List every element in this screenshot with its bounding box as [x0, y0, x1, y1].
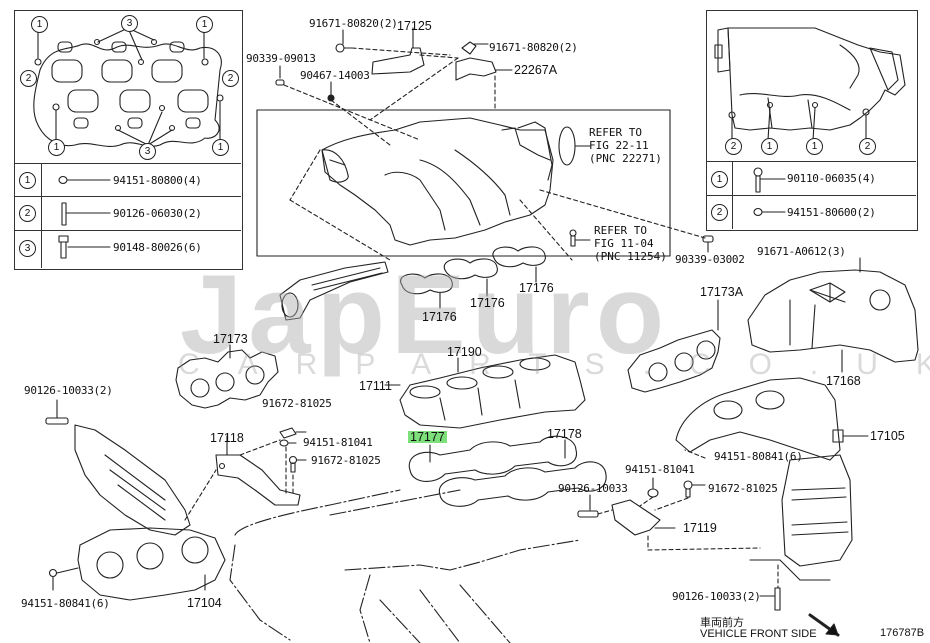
intake-assembly-frame	[256, 109, 671, 257]
lower-intake-drawing	[175, 299, 721, 507]
part-label-94151-81041-a[interactable]: 94151-81041	[303, 436, 373, 449]
inset-right-callout: 2	[859, 138, 876, 155]
inset-right-legend-part[interactable]: 94151-80600(2)	[787, 206, 876, 219]
refer-note-throttle[interactable]: REFER TO FIG 22-11 (PNC 22271)	[589, 126, 662, 165]
part-label-91671-A0612[interactable]: 91671-A0612(3)	[757, 245, 846, 258]
inset-right-manifold-drawing	[714, 27, 906, 141]
inset-left-legend-divider	[14, 230, 241, 231]
part-label-17176-b[interactable]: 17176	[470, 296, 505, 310]
inset-left-legend-icons	[58, 175, 111, 259]
part-label-91672-81025-b[interactable]: 91672-81025	[311, 454, 381, 467]
part-label-17111[interactable]: 17111	[359, 379, 392, 393]
inset-left-callout: 1	[31, 16, 48, 33]
diagram-id: 176787B	[880, 627, 925, 639]
part-label-91671-80820-a[interactable]: 91671-80820(2)	[309, 17, 398, 30]
refer-note-sensor[interactable]: REFER TO FIG 11-04 (PNC 11254)	[594, 224, 667, 263]
part-label-17105[interactable]: 17105	[870, 429, 905, 443]
part-label-94151-80841-b[interactable]: 94151-80841(6)	[21, 597, 110, 610]
inset-left-legend-divider	[14, 163, 241, 164]
inset-left-callout: 3	[121, 15, 138, 32]
inset-left-callout: 1	[48, 139, 65, 156]
inset-left-legend-part[interactable]: 94151-80800(4)	[113, 174, 202, 187]
inset-left-legend-num: 3	[19, 240, 36, 257]
part-label-17173A[interactable]: 17173A	[700, 285, 744, 299]
inset-right-legend-col	[732, 161, 733, 229]
part-label-17118[interactable]: 17118	[210, 431, 244, 445]
part-label-17176-c[interactable]: 17176	[519, 281, 554, 295]
part-label-17168[interactable]: 17168	[826, 374, 861, 388]
inset-left-legend-part[interactable]: 90126-06030(2)	[113, 207, 202, 220]
part-label-91672-81025-c[interactable]: 91672-81025	[708, 482, 778, 495]
vehicle-front-label-jp: 車両前方	[700, 616, 744, 629]
part-label-90467-14003[interactable]: 90467-14003	[300, 69, 370, 82]
inset-right-callout: 1	[761, 138, 778, 155]
inset-left-legend-col	[41, 163, 42, 268]
top-dashed-leaders	[283, 47, 706, 261]
inset-left-callout: 1	[196, 16, 213, 33]
inset-right-legend-divider	[706, 161, 916, 162]
inset-right-legend-num: 2	[711, 204, 728, 221]
part-label-90126-10033-c[interactable]: 90126-10033(2)	[672, 590, 761, 603]
inset-left-callout: 2	[222, 70, 239, 87]
part-label-90339-03002[interactable]: 90339-03002	[675, 253, 745, 266]
inset-right-callout: 1	[806, 138, 823, 155]
inset-right-box	[706, 10, 918, 231]
inset-right-callout: 2	[725, 138, 742, 155]
left-exhaust-drawing	[45, 399, 706, 601]
part-label-17125[interactable]: 17125	[397, 19, 432, 33]
inset-right-legend-icons	[753, 167, 786, 217]
top-brackets-drawing	[275, 27, 513, 102]
inset-left-legend-divider	[14, 196, 241, 197]
intake-manifold-drawing	[279, 117, 714, 321]
part-label-17104[interactable]: 17104	[187, 596, 222, 610]
inset-right-legend-part[interactable]: 90110-06035(4)	[787, 172, 876, 185]
part-label-90126-10033-a[interactable]: 90126-10033(2)	[24, 384, 113, 397]
inset-left-legend-part[interactable]: 90148-80026(6)	[113, 241, 202, 254]
part-label-94151-81041-b[interactable]: 94151-81041	[625, 463, 695, 476]
part-label-17177-highlighted[interactable]: 17177	[408, 430, 447, 444]
inset-left-callout: 1	[212, 139, 229, 156]
part-label-90339-09013[interactable]: 90339-09013	[246, 52, 316, 65]
part-label-94151-80841-a[interactable]: 94151-80841(6)	[714, 450, 803, 463]
part-label-17173[interactable]: 17173	[213, 332, 248, 346]
inset-left-callout: 2	[20, 70, 37, 87]
inset-right-legend-divider	[706, 195, 916, 196]
right-exhaust-drawing	[675, 257, 919, 611]
part-label-17178[interactable]: 17178	[547, 427, 582, 441]
inset-left-callout: 3	[139, 143, 156, 160]
part-label-91671-80820-b[interactable]: 91671-80820(2)	[489, 41, 578, 54]
inset-left-legend-num: 1	[19, 172, 36, 189]
part-label-22267A[interactable]: 22267A	[514, 63, 558, 77]
part-label-17176-a[interactable]: 17176	[422, 310, 457, 324]
part-label-17119[interactable]: 17119	[683, 521, 717, 535]
part-label-91672-81025-a[interactable]: 91672-81025	[262, 397, 332, 410]
inset-left-legend-num: 2	[19, 205, 36, 222]
inset-left-gasket-drawing	[33, 27, 224, 147]
part-label-17190[interactable]: 17190	[447, 345, 482, 359]
part-label-90126-10033-b[interactable]: 90126-10033	[558, 482, 628, 495]
engine-outline-drawing	[229, 489, 581, 643]
lower-dashed-leaders	[184, 439, 779, 589]
vehicle-front-label: VEHICLE FRONT SIDE	[700, 628, 817, 640]
inset-right-legend-num: 1	[711, 171, 728, 188]
inset-left-box	[14, 10, 243, 270]
vehicle-front-arrow-icon	[808, 613, 840, 637]
